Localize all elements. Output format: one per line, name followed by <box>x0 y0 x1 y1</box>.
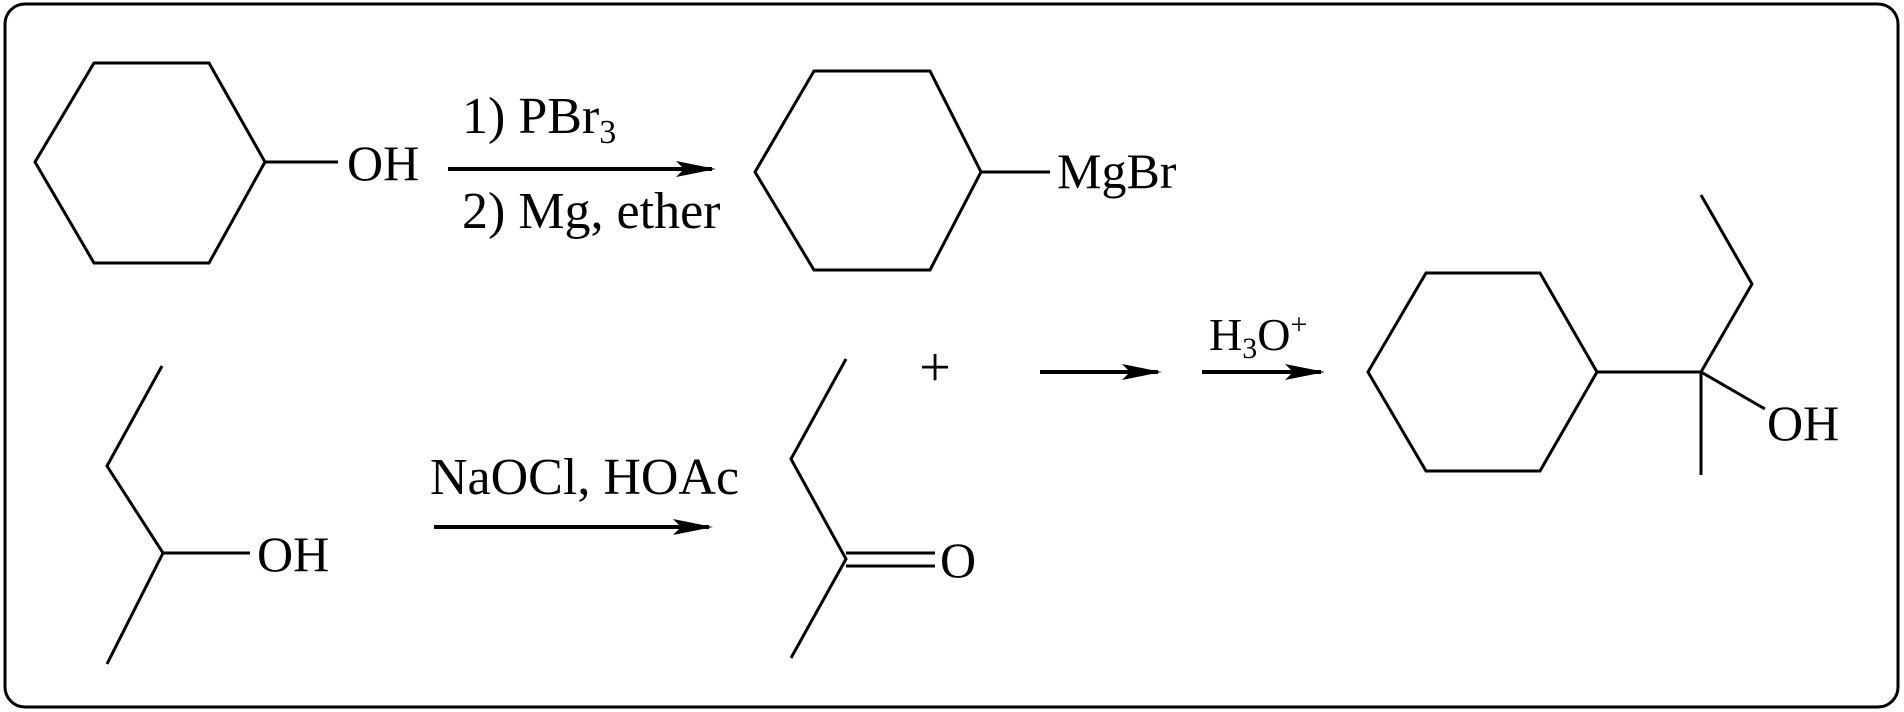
reagent-line-1: 1) PBr3 <box>462 88 616 151</box>
hydroxyl-label: OH <box>257 526 329 582</box>
c-o-bond <box>1700 370 1766 411</box>
2-butanol: OH <box>105 365 329 665</box>
mgbr-label: MgBr <box>1057 143 1177 199</box>
workup-reagent: H3O+ <box>1209 308 1307 365</box>
oxygen-label: O <box>940 532 976 588</box>
ethyl-chain <box>1699 194 1754 373</box>
reaction-arrow-2: NaOCl, HOAc <box>430 449 739 535</box>
reagent-label: NaOCl, HOAc <box>430 449 739 506</box>
hydroxyl-label: OH <box>1767 395 1839 451</box>
cyclohexane-ring <box>1366 271 1599 473</box>
hydroxyl-label: OH <box>347 135 419 191</box>
frame-border <box>3 2 1900 709</box>
carbon-chain <box>789 358 848 659</box>
cyclohexylmagnesium-bromide: MgBr <box>753 69 1177 272</box>
plus-sign: + <box>919 337 951 399</box>
2-butanone: O <box>789 358 976 659</box>
reaction-arrow-1: 1) PBr3 2) Mg, ether <box>448 88 720 240</box>
2-cyclohexyl-2-butanol: OH <box>1366 194 1839 475</box>
carbon-chain <box>105 365 165 665</box>
cyclohexanol: OH <box>33 61 419 265</box>
cyclohexane-ring <box>753 69 983 272</box>
reagent-line-2: 2) Mg, ether <box>462 183 720 240</box>
reaction-arrow-4: H3O+ <box>1202 308 1325 380</box>
cyclohexane-ring <box>33 61 267 265</box>
